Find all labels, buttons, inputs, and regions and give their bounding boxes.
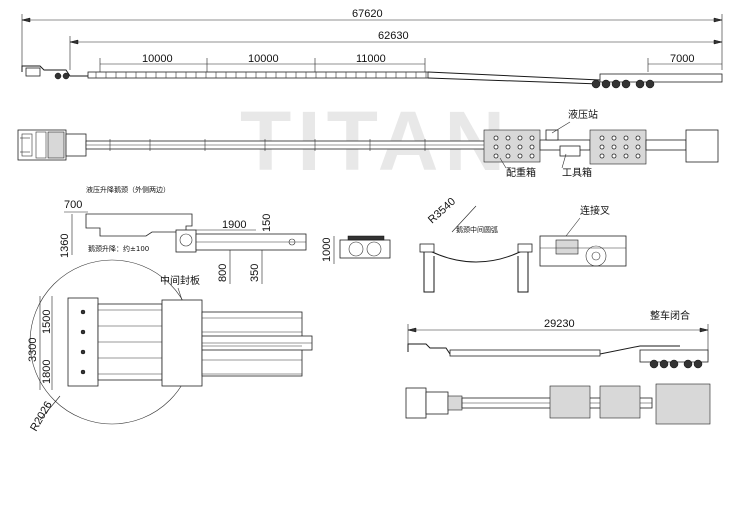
- weight-slot: [493, 153, 499, 159]
- wheel: [611, 79, 621, 89]
- gooseneck-lift-detail: 液压升降鹅颈（外侧两边） 700 1360 鹅颈升降：约±100 1900 15…: [59, 185, 307, 284]
- weight-slot: [529, 144, 535, 150]
- gooseneck-lift-title: 液压升降鹅颈（外侧两边）: [86, 185, 170, 194]
- radius-3540: R3540: [426, 196, 458, 227]
- dim-3300: 3300: [27, 338, 39, 362]
- dim-700: 700: [64, 199, 82, 211]
- gooseneck-lift-travel: 鹅颈升降：约±100: [88, 244, 149, 253]
- fully-closed-label: 整车闭合: [650, 309, 690, 322]
- connecting-fork-detail: 连接叉: [539, 204, 627, 267]
- rear-length-label: 7000: [670, 53, 694, 65]
- gooseneck-arc-label: 鹅颈中间圆弧: [456, 225, 498, 234]
- bolt-hole: [80, 369, 86, 375]
- wheel: [693, 359, 703, 369]
- dim-1360: 1360: [59, 234, 71, 258]
- connecting-fork-label: 连接叉: [580, 204, 610, 217]
- bolt-hole: [80, 349, 86, 355]
- radius-2026: R2026: [28, 399, 55, 433]
- weight-slot: [505, 144, 511, 150]
- tool-box-label: 工具箱: [562, 166, 592, 179]
- axle-hub: [611, 144, 617, 150]
- plan-view-extended: 液压站 配重箱 工具箱: [17, 108, 719, 179]
- deck-dimension: 62630: [69, 30, 723, 70]
- weight-slot: [505, 135, 511, 141]
- axle-hub: [623, 135, 629, 141]
- segment2-label: 10000: [248, 53, 279, 65]
- weight-slot: [493, 135, 499, 141]
- dim-1800: 1800: [41, 360, 53, 384]
- hydraulic-station-label: 液压站: [568, 108, 598, 121]
- wheel: [649, 359, 659, 369]
- dim-1500: 1500: [41, 310, 53, 334]
- closed-length-label: 29230: [544, 318, 575, 330]
- bolt-hole: [80, 329, 86, 335]
- segment3-label: 11000: [356, 53, 386, 65]
- weight-slot: [517, 153, 523, 159]
- weight-slot: [517, 144, 523, 150]
- wheel: [669, 359, 679, 369]
- wheel: [601, 79, 611, 89]
- wheel: [659, 359, 669, 369]
- dim-800: 800: [217, 264, 229, 282]
- gooseneck-arc-view: R3540 鹅颈中间圆弧: [419, 196, 533, 293]
- wheel: [683, 359, 693, 369]
- end-view-detail: 1000: [321, 235, 391, 264]
- axle-hub: [623, 153, 629, 159]
- counterweight-box-label: 配重箱: [506, 166, 536, 179]
- wheel: [645, 79, 655, 89]
- side-elevation-extended: [21, 65, 723, 89]
- axle-hub: [599, 144, 605, 150]
- weight-slot: [493, 144, 499, 150]
- dim-1900: 1900: [222, 219, 246, 231]
- axle-hub: [611, 153, 617, 159]
- weight-slot: [529, 135, 535, 141]
- axle-hub: [635, 144, 641, 150]
- deck-length-label: 62630: [378, 30, 409, 42]
- axle-hub: [623, 144, 629, 150]
- dim-150: 150: [261, 214, 273, 232]
- axle-hub: [635, 153, 641, 159]
- fully-closed-views: 整车闭合 29230: [405, 309, 711, 425]
- segment1-label: 10000: [142, 53, 173, 65]
- overall-length-label: 67620: [352, 8, 383, 20]
- dim-350: 350: [249, 264, 261, 282]
- weight-slot: [505, 153, 511, 159]
- front-plan-turning-detail: 中间封板 3300 1500 1800 R2026: [27, 259, 313, 434]
- bolt-hole: [80, 309, 86, 315]
- wheel: [591, 79, 601, 89]
- wheel: [635, 79, 645, 89]
- segment-dimensions: 10000 10000 11000 7000: [99, 53, 722, 72]
- axle-hub: [635, 135, 641, 141]
- axle-hub: [599, 135, 605, 141]
- weight-slot: [529, 153, 535, 159]
- weight-slot: [517, 135, 523, 141]
- axle-hub: [599, 153, 605, 159]
- axle-hub: [611, 135, 617, 141]
- wheel: [621, 79, 631, 89]
- dim-1000: 1000: [321, 238, 333, 262]
